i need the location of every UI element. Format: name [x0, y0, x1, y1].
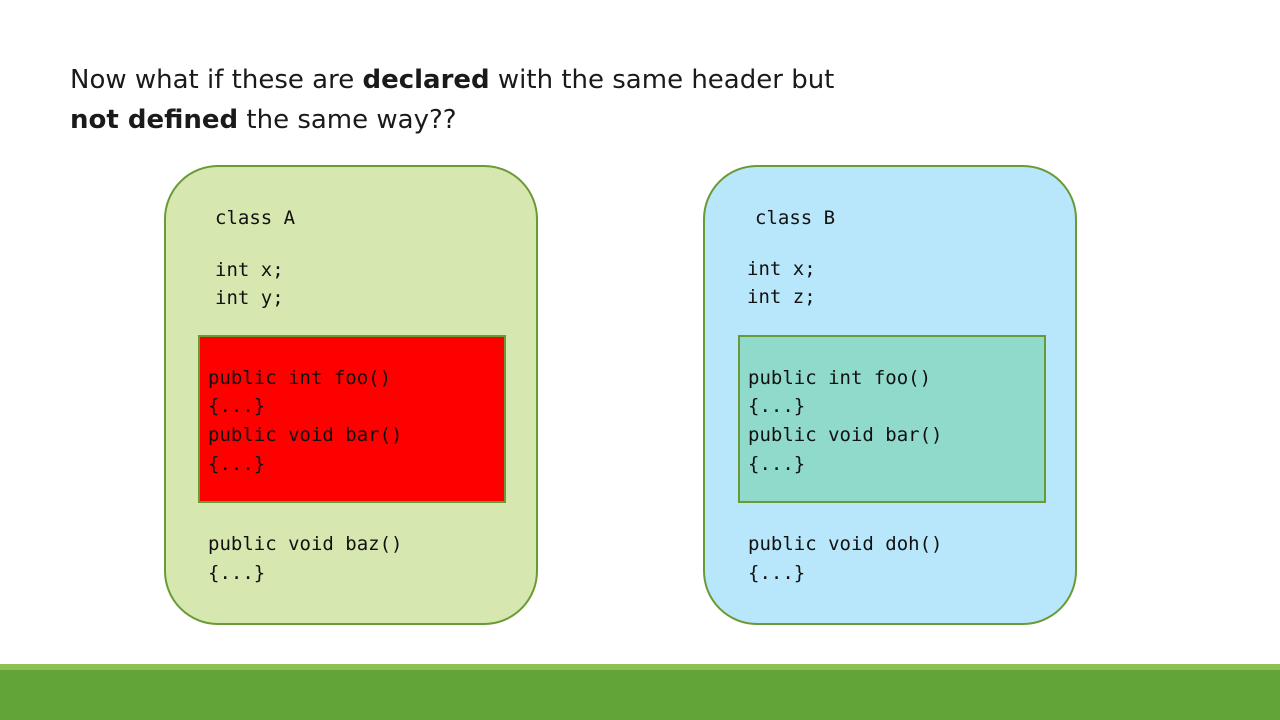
class-a-field-x: int x; [215, 259, 284, 281]
slide-title: Now what if these are declared with the … [70, 60, 870, 140]
class-b-field-x: int x; [747, 258, 816, 280]
class-b-method-foo: public int foo() [748, 367, 932, 389]
class-b-method-bar-body: {...} [748, 453, 806, 475]
class-a-method-baz-body: {...} [208, 562, 266, 584]
class-a-field-y: int y; [215, 287, 284, 309]
class-a-name: class A [215, 207, 296, 229]
class-b-method-doh-body: {...} [748, 562, 806, 584]
class-b-method-bar: public void bar() [748, 424, 943, 446]
footer-bar [0, 670, 1280, 720]
class-a-method-foo: public int foo() [208, 367, 392, 389]
class-b-shared-methods-box [738, 335, 1046, 503]
footer-accent-line [0, 664, 1280, 670]
title-text-3: the same way?? [238, 105, 457, 135]
class-a-method-baz: public void baz() [208, 533, 403, 555]
class-b-name: class B [755, 207, 836, 229]
class-b-field-z: int z; [747, 286, 816, 308]
class-a-method-foo-body: {...} [208, 395, 266, 417]
title-bold-declared: declared [362, 65, 490, 95]
class-a-method-bar-body: {...} [208, 453, 266, 475]
title-text-2: with the same header but [489, 65, 835, 95]
class-a-method-bar: public void bar() [208, 424, 403, 446]
class-b-method-doh: public void doh() [748, 533, 943, 555]
class-b-box: class B int x; int z; public int foo() {… [703, 165, 1077, 625]
class-a-shared-methods-box [198, 335, 506, 503]
class-a-box: class A int x; int y; public int foo() {… [164, 165, 538, 625]
title-bold-not-defined: not defined [70, 105, 239, 135]
class-b-method-foo-body: {...} [748, 395, 806, 417]
title-text-1: Now what if these are [70, 65, 363, 95]
